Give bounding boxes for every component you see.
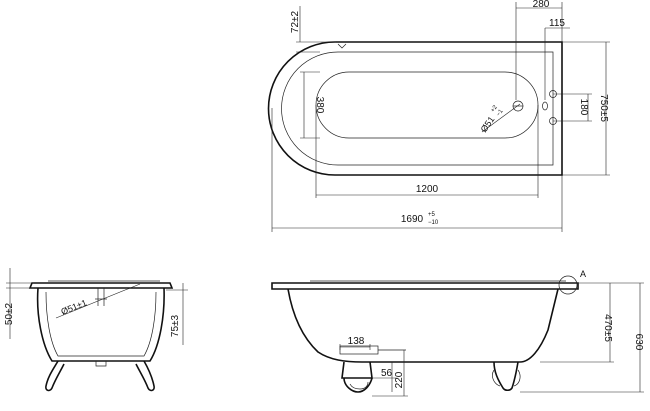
side-view-foot-right xyxy=(493,361,519,392)
end-view: 50±2 Ø51±1 75±3 xyxy=(4,268,188,392)
dim-50: 50±2 xyxy=(4,302,15,325)
dim-1690-tol-upper: +5 xyxy=(428,212,436,218)
side-view-rim xyxy=(271,282,579,290)
dim-380: 380 xyxy=(314,97,325,114)
end-view-rim xyxy=(28,282,174,289)
dim-1200: 1200 xyxy=(416,184,439,195)
dim-280: 280 xyxy=(533,0,550,10)
dim-51-end: Ø51±1 xyxy=(60,298,89,317)
top-view-basin xyxy=(315,71,539,139)
top-view-overflow xyxy=(542,101,548,111)
detail-circle-a xyxy=(558,275,578,295)
dim-56: 56 xyxy=(381,368,393,379)
dim-72: 72±2 xyxy=(290,10,301,33)
dim-51-top-tol-upper: +2 xyxy=(490,104,499,114)
dim-1690-tol-lower: −10 xyxy=(428,220,439,226)
dim-180: 180 xyxy=(578,99,589,116)
detail-label-a: A xyxy=(580,269,586,279)
dim-750: 750±5 xyxy=(598,94,609,122)
side-view-waste-trap xyxy=(341,361,373,379)
end-view-foot-right xyxy=(135,360,155,392)
dim-220: 220 xyxy=(394,371,405,388)
dim-115: 115 xyxy=(549,18,565,29)
dim-51-top-tol-lower: −1 xyxy=(496,108,505,118)
dim-1690: 1690 xyxy=(401,214,424,225)
dim-51-top: Ø51 xyxy=(479,114,497,134)
top-view: 72±2 280 115 380 Ø51 +2 −1 180 750±5 xyxy=(267,0,610,232)
top-view-rim-notch xyxy=(337,43,347,49)
dim-630: 630 xyxy=(633,334,644,351)
end-view-foot-left xyxy=(45,360,65,392)
dim-470: 470±5 xyxy=(602,314,613,342)
top-view-outer-rim xyxy=(267,41,563,176)
dim-75: 75±3 xyxy=(170,314,181,337)
side-view: A 138 56 220 470±5 630 xyxy=(271,269,644,397)
end-view-body xyxy=(36,287,165,362)
side-view-body xyxy=(287,288,559,363)
side-view-foot-left xyxy=(343,377,373,393)
dim-138: 138 xyxy=(348,336,365,347)
top-view-inner-rim xyxy=(281,51,554,166)
